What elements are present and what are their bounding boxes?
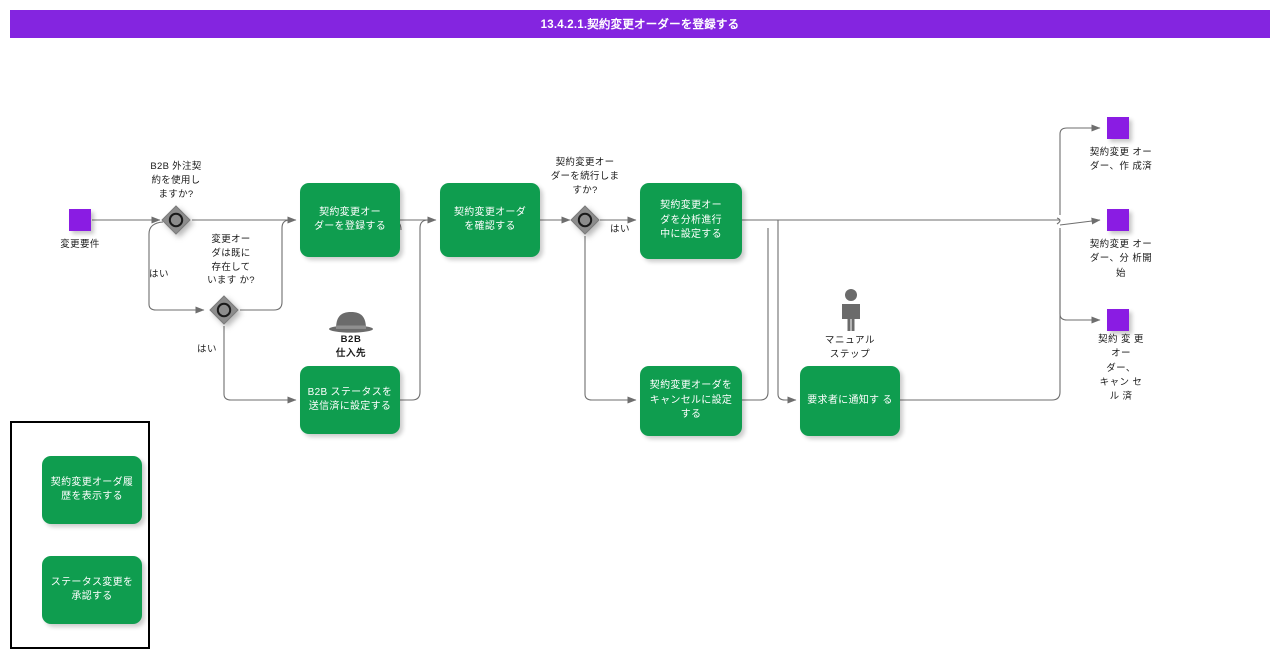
task-set-b2b-status-sent[interactable]: B2B ステータスを 送信済に設定する	[300, 366, 400, 434]
manual-step-artifact-label: マニュアル ステップ	[824, 335, 876, 361]
b2b-supplier-artifact-label: B2B 仕入先	[335, 334, 367, 360]
flow-label-yes-3: はい	[610, 224, 631, 235]
end-event-created[interactable]	[1107, 117, 1129, 139]
end-event-analysis-started-label: 契約変更 オー ダー、分 析開 始	[1089, 239, 1153, 279]
end-event-cancelled-label: 契約 変 更 オー ダー、 キャン セ ル 済	[1098, 334, 1144, 402]
flow-label-yes-1: はい	[149, 269, 170, 280]
legend-box: 契約変更オーダ履 歴を表示する ステータス変更を 承認する	[10, 421, 150, 649]
gateway-b2b-outsourcing-label: B2B 外注契 約を使用し ますか?	[150, 161, 202, 200]
end-event-cancelled[interactable]	[1107, 309, 1129, 331]
flow-label-yes-2: はい	[197, 344, 218, 355]
gateway-order-exists-label: 変更オー ダは既に 存在して います か?	[207, 234, 255, 287]
gateway-continue-order-label: 契約変更オー ダーを続行しま すか?	[550, 157, 620, 196]
gateway-b2b-outsourcing[interactable]	[161, 205, 191, 235]
end-event-created-label: 契約変更 オー ダー、作 成済	[1089, 147, 1153, 173]
start-event[interactable]	[69, 209, 91, 231]
legend-task-view-history[interactable]: 契約変更オーダ履 歴を表示する	[42, 456, 142, 524]
gateway-order-exists[interactable]	[209, 295, 239, 325]
legend-task-approve-status-change[interactable]: ステータス変更を 承認する	[42, 556, 142, 624]
page-title-bar: 13.4.2.1.契約変更オーダーを登録する	[10, 10, 1270, 38]
bowler-hat-icon	[327, 308, 375, 339]
task-set-analysis-in-progress[interactable]: 契約変更オー ダを分析進行 中に設定する	[640, 183, 742, 259]
task-register-change-order[interactable]: 契約変更オー ダーを登録する	[300, 183, 400, 257]
person-icon	[836, 288, 866, 337]
task-set-order-cancelled[interactable]: 契約変更オーダを キャンセルに設定 する	[640, 366, 742, 436]
gateway-diamond-icon	[570, 205, 600, 235]
end-event-analysis-started[interactable]	[1107, 209, 1129, 231]
gateway-continue-order[interactable]	[570, 205, 600, 235]
task-confirm-change-order[interactable]: 契約変更オーダ を確認する	[440, 183, 540, 257]
start-event-label: 変更要件	[60, 239, 100, 250]
task-notify-requester[interactable]: 要求者に通知す る	[800, 366, 900, 436]
gateway-diamond-icon	[209, 295, 239, 325]
page-title: 13.4.2.1.契約変更オーダーを登録する	[540, 19, 740, 31]
gateway-diamond-icon	[161, 205, 191, 235]
